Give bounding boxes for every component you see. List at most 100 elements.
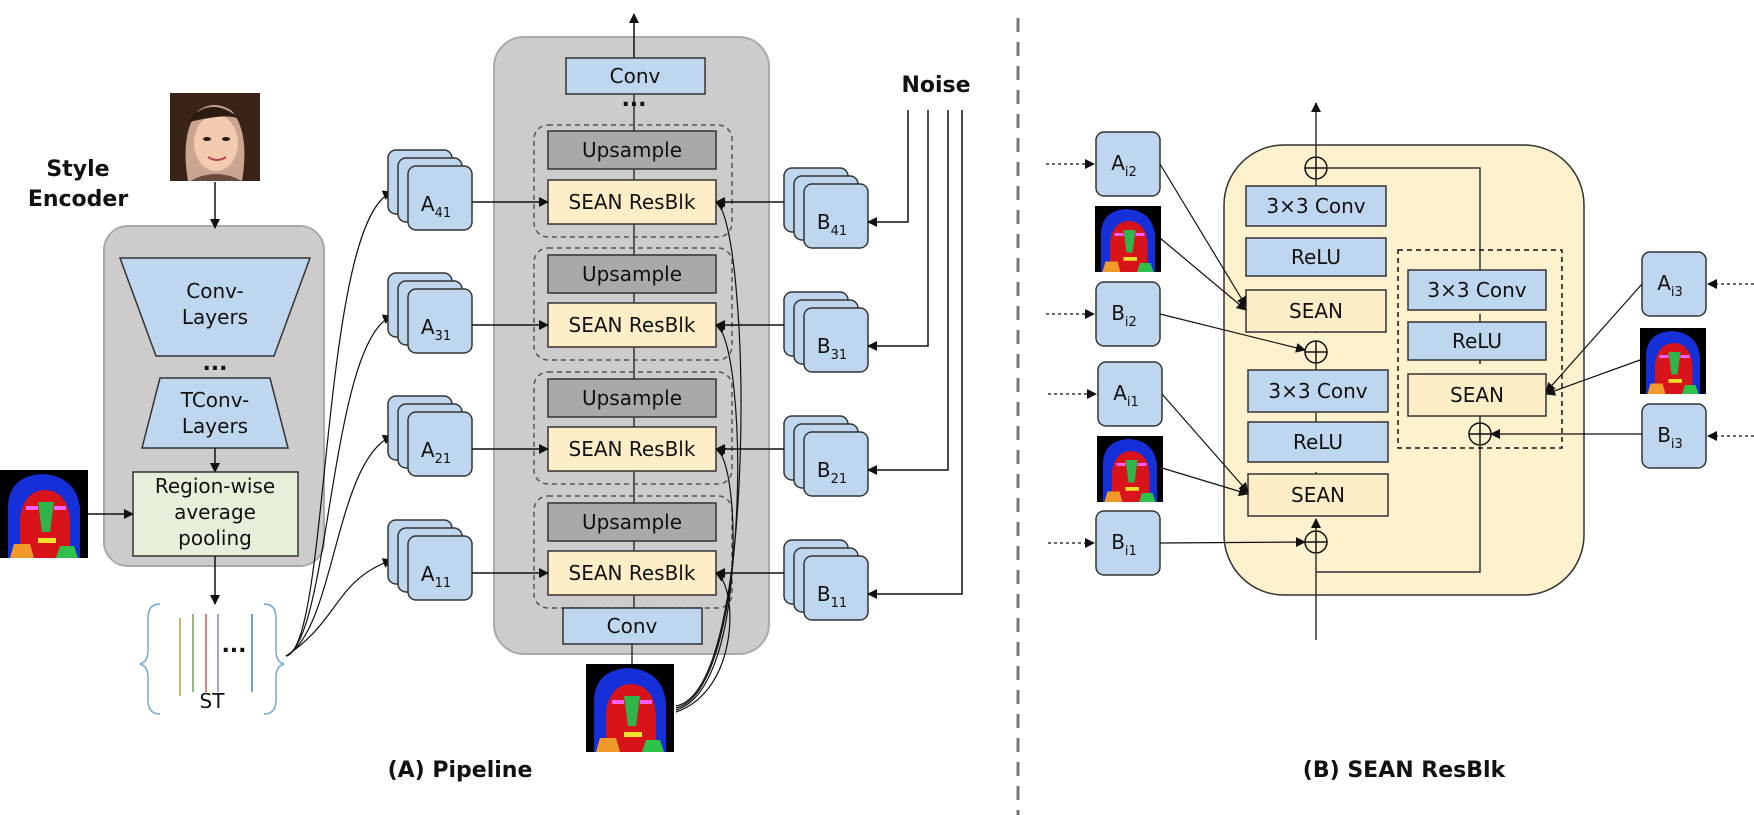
segmap-i1 bbox=[1097, 436, 1163, 502]
svg-text:Upsample: Upsample bbox=[582, 510, 682, 534]
input-a-i3: Ai3 bbox=[1641, 251, 1707, 317]
svg-text:SEAN: SEAN bbox=[1289, 299, 1343, 323]
add-nodes bbox=[1304, 156, 1492, 554]
b-block-21: B21 bbox=[783, 415, 869, 497]
svg-text:3×3 Conv: 3×3 Conv bbox=[1427, 278, 1526, 302]
svg-text:SEAN: SEAN bbox=[1450, 383, 1504, 407]
st-label: ST bbox=[200, 689, 226, 713]
sean-resblk-block bbox=[547, 550, 717, 596]
svg-text:Ai2: Ai2 bbox=[1111, 151, 1137, 180]
incoming-dashed-arrows bbox=[1046, 159, 1754, 548]
conv-layers-block bbox=[118, 257, 312, 357]
svg-text:B31: B31 bbox=[817, 334, 847, 363]
svg-text:...: ... bbox=[221, 633, 246, 658]
style-image bbox=[169, 92, 261, 182]
level-11: Upsample SEAN ResBlk bbox=[533, 495, 733, 609]
svg-text:Ai3: Ai3 bbox=[1657, 271, 1683, 300]
sean-resblk-block bbox=[547, 302, 717, 348]
svg-text:A11: A11 bbox=[421, 562, 451, 591]
b-block-31: B31 bbox=[783, 291, 869, 373]
conv-layers-label: Conv-Layers bbox=[182, 279, 248, 329]
b-block-11: B11 bbox=[783, 539, 869, 621]
input-connections bbox=[1159, 163, 1643, 548]
sean-resblk-panel: 3×3 Conv ReLU SEAN 3×3 Conv ReLU SEAN 3×… bbox=[1046, 102, 1754, 783]
svg-text:3×3 Conv: 3×3 Conv bbox=[1268, 379, 1367, 403]
svg-text:3×3 Conv: 3×3 Conv bbox=[1266, 194, 1365, 218]
tconv-layers-label: TConv-Layers bbox=[180, 388, 249, 438]
level-31: Upsample SEAN ResBlk bbox=[533, 247, 733, 361]
input-b-i1: Bi1 bbox=[1095, 510, 1161, 576]
noise-label: Noise bbox=[901, 73, 970, 98]
a-block-21: A21 bbox=[387, 395, 473, 477]
upsample-block bbox=[547, 254, 717, 294]
generator-ellipsis: ... bbox=[621, 87, 646, 112]
svg-text:Bi3: Bi3 bbox=[1657, 423, 1683, 452]
resblk-caption: (B) SEAN ResBlk bbox=[1303, 758, 1507, 783]
b-to-resblk-arrows bbox=[715, 197, 784, 578]
svg-text:Upsample: Upsample bbox=[582, 138, 682, 162]
segmap-to-resblk-curves bbox=[675, 201, 742, 713]
sean-block-1 bbox=[1245, 289, 1387, 333]
svg-text:SEAN ResBlk: SEAN ResBlk bbox=[569, 561, 696, 585]
relu-block-3 bbox=[1407, 321, 1547, 361]
pooling-block bbox=[132, 471, 299, 557]
svg-text:B21: B21 bbox=[817, 458, 847, 487]
svg-text:Bi2: Bi2 bbox=[1111, 301, 1137, 330]
generator-segmap bbox=[586, 664, 674, 752]
a-block-31: A31 bbox=[387, 272, 473, 354]
a-to-resblk-arrows bbox=[472, 197, 549, 578]
svg-text:A41: A41 bbox=[421, 192, 451, 221]
svg-text:ReLU: ReLU bbox=[1452, 329, 1502, 353]
svg-text:Bi1: Bi1 bbox=[1111, 530, 1137, 559]
tconv-layers-block bbox=[141, 377, 289, 449]
conv-bottom-label: Conv bbox=[607, 614, 658, 638]
encoder-segmap bbox=[0, 470, 88, 558]
segmap-i3 bbox=[1640, 328, 1706, 394]
conv-bottom-block bbox=[562, 607, 703, 645]
relu-block-2 bbox=[1247, 421, 1389, 463]
noise-lines bbox=[867, 110, 963, 599]
svg-text:B41: B41 bbox=[817, 210, 847, 239]
st-to-a-curves bbox=[285, 190, 393, 657]
level-21: Upsample SEAN ResBlk bbox=[533, 371, 733, 485]
style-matrix-st: ... bbox=[139, 603, 285, 715]
svg-text:A21: A21 bbox=[421, 438, 451, 467]
input-a-i1: Ai1 bbox=[1097, 361, 1163, 427]
upsample-block bbox=[547, 502, 717, 542]
shortcut-box bbox=[1397, 249, 1563, 449]
svg-text:ReLU: ReLU bbox=[1291, 245, 1341, 269]
relu-block-1 bbox=[1245, 237, 1387, 277]
svg-text:Ai1: Ai1 bbox=[1113, 381, 1139, 410]
input-b-i2: Bi2 bbox=[1095, 281, 1161, 347]
a-block-41: A41 bbox=[387, 149, 473, 231]
svg-text:Upsample: Upsample bbox=[582, 386, 682, 410]
sean-block-3 bbox=[1407, 373, 1547, 417]
sean-block-2 bbox=[1247, 473, 1389, 517]
conv-top-block bbox=[565, 57, 706, 95]
svg-text:A31: A31 bbox=[421, 315, 451, 344]
input-b-i3: Bi3 bbox=[1641, 403, 1707, 469]
segmap-i2 bbox=[1095, 206, 1161, 272]
input-a-i2: Ai2 bbox=[1095, 131, 1161, 197]
svg-text:SEAN ResBlk: SEAN ResBlk bbox=[569, 313, 696, 337]
svg-text:SEAN ResBlk: SEAN ResBlk bbox=[569, 190, 696, 214]
encoder-ellipsis: ... bbox=[202, 351, 227, 376]
upsample-block bbox=[547, 130, 717, 170]
svg-text:B11: B11 bbox=[817, 582, 847, 611]
svg-text:ReLU: ReLU bbox=[1293, 430, 1343, 454]
conv-top-label: Conv bbox=[610, 64, 661, 88]
pipeline-caption: (A) Pipeline bbox=[388, 758, 533, 783]
upsample-block bbox=[547, 378, 717, 418]
svg-text:SEAN: SEAN bbox=[1291, 483, 1345, 507]
conv-block-3 bbox=[1407, 269, 1547, 311]
conv-block-2 bbox=[1247, 369, 1389, 413]
conv-block-1 bbox=[1245, 185, 1387, 227]
level-41: Upsample SEAN ResBlk bbox=[533, 124, 733, 238]
sean-resblk-block bbox=[547, 179, 717, 225]
svg-text:SEAN ResBlk: SEAN ResBlk bbox=[569, 437, 696, 461]
b-block-41: B41 bbox=[783, 167, 869, 249]
